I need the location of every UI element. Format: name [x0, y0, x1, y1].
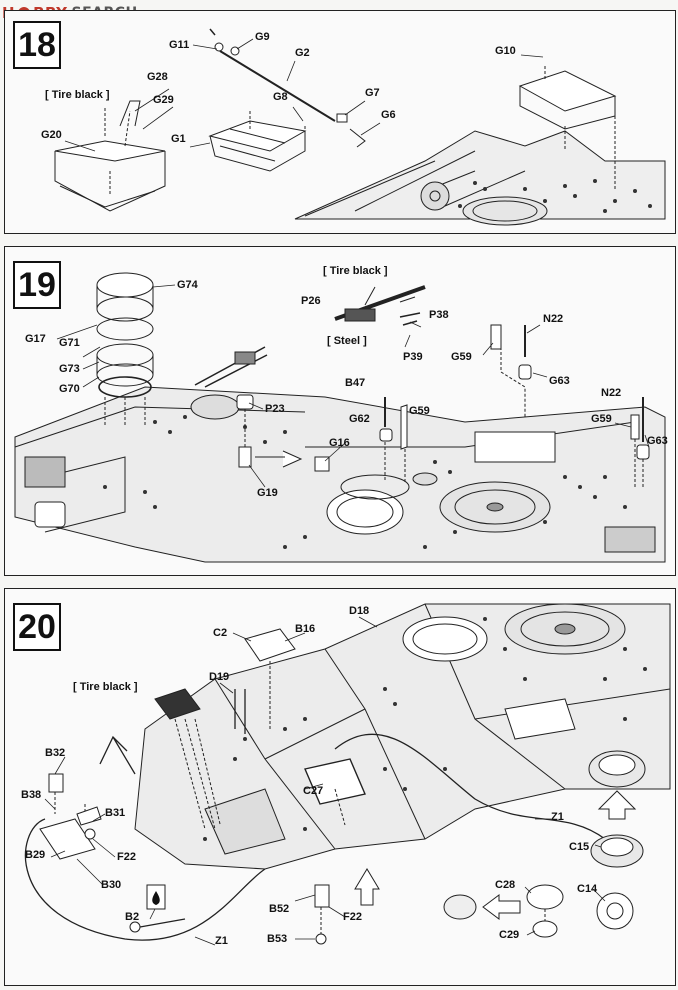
- part-label: Z1: [551, 811, 564, 823]
- part-label: P26: [301, 295, 321, 307]
- part-label: F22: [117, 851, 136, 863]
- cement-drop-icon: [152, 891, 160, 905]
- part-label: G11: [169, 39, 190, 51]
- step-18-panel: 18 [ Tire black ] G11 G9 G2 G10 G28 G29 …: [4, 10, 676, 234]
- part-label: G73: [59, 363, 80, 375]
- step-19-drawing: [14, 272, 666, 563]
- part-label: C28: [495, 879, 516, 891]
- part-label: B32: [45, 747, 66, 759]
- part-label: G16: [329, 437, 350, 449]
- part-label: C2: [213, 627, 228, 639]
- paint-note: [ Tire black ]: [323, 265, 388, 277]
- part-label: G29: [153, 94, 174, 106]
- part-label: G28: [147, 71, 168, 83]
- step-20-drawing: [24, 603, 671, 946]
- step-19-panel: 19 [ Tire black ] [ Steel ] G74 G17 G71 …: [4, 246, 676, 576]
- part-label: C29: [499, 929, 520, 941]
- part-label: D19: [209, 671, 230, 683]
- step-18-drawing: [54, 28, 666, 226]
- part-label: P23: [265, 403, 285, 415]
- paint-note: [ Tire black ]: [45, 89, 110, 101]
- part-label: C15: [569, 841, 590, 853]
- part-label: B53: [267, 933, 288, 945]
- part-label: N22: [601, 387, 622, 399]
- part-label: G2: [295, 47, 310, 59]
- part-label: B31: [105, 807, 126, 819]
- part-label: C27: [303, 785, 324, 797]
- part-label: G17: [25, 333, 46, 345]
- part-label: D18: [349, 605, 370, 617]
- part-label: G62: [349, 413, 370, 425]
- part-label: B38: [21, 789, 42, 801]
- part-label: N22: [543, 313, 564, 325]
- part-label: G1: [171, 133, 186, 145]
- paint-note: [ Tire black ]: [73, 681, 138, 693]
- part-label: G71: [59, 337, 80, 349]
- paint-note: [ Steel ]: [327, 335, 367, 347]
- part-label: G59: [451, 351, 472, 363]
- part-label: G59: [591, 413, 612, 425]
- part-label: G19: [257, 487, 278, 499]
- part-label: B16: [295, 623, 316, 635]
- step-number: 19: [13, 261, 61, 309]
- part-label: G6: [381, 109, 396, 121]
- part-label: B2: [125, 911, 140, 923]
- part-label: G74: [177, 279, 198, 291]
- part-label: G63: [647, 435, 668, 447]
- part-label: F22: [343, 911, 362, 923]
- part-label: Z1: [215, 935, 228, 947]
- part-label: B52: [269, 903, 290, 915]
- part-label: G63: [549, 375, 570, 387]
- part-label: G8: [273, 91, 288, 103]
- part-label: P38: [429, 309, 449, 321]
- part-label: G7: [365, 87, 380, 99]
- step-20-panel: 20 [ Tire black ] D18 C2 B16 D19 B32 B38…: [4, 588, 676, 986]
- part-label: B47: [345, 377, 366, 389]
- part-label: G10: [495, 45, 516, 57]
- step-number: 18: [13, 21, 61, 69]
- part-label: B30: [101, 879, 122, 891]
- part-label: P39: [403, 351, 423, 363]
- part-label: G70: [59, 383, 80, 395]
- part-label: G20: [41, 129, 62, 141]
- part-label: G9: [255, 31, 270, 43]
- part-label: C14: [577, 883, 598, 895]
- part-label: B29: [25, 849, 46, 861]
- step-number: 20: [13, 603, 61, 651]
- part-label: G59: [409, 405, 430, 417]
